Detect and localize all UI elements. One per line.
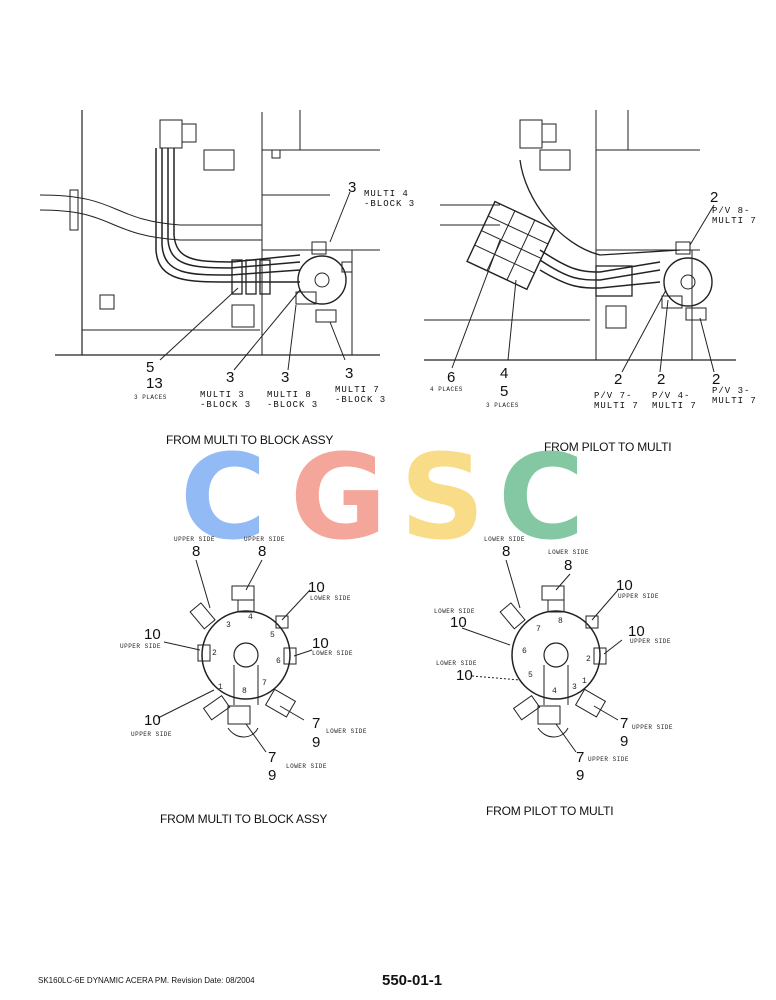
callout-text: P/V 4- MULTI 7 — [652, 391, 697, 411]
callout-note: 4 PLACES — [430, 386, 463, 393]
side-label: LOWER SIDE — [312, 650, 354, 657]
watermark-letter-c2: C — [498, 428, 585, 566]
port-number: 1 — [218, 683, 224, 692]
side-label: UPPER SIDE — [120, 643, 162, 650]
port-number: 6 — [522, 647, 528, 656]
callout-number: 10 — [616, 577, 633, 594]
side-label: LOWER SIDE — [286, 763, 328, 770]
callout-number: 10 — [308, 579, 325, 596]
port-number: 5 — [528, 671, 534, 680]
port-number: 2 — [586, 655, 592, 664]
callout-number: 10 — [628, 623, 645, 640]
port-number: 7 — [536, 625, 542, 634]
callout-text: P/V 3- MULTI 7 — [712, 386, 757, 406]
callout-note: 3 PLACES — [486, 402, 519, 409]
callout-number: 9 — [312, 734, 321, 751]
callout-number: 7 — [576, 749, 585, 766]
watermark-letter-c1: C — [180, 428, 267, 566]
port-number: 5 — [270, 631, 276, 640]
bottom-left-valve — [157, 559, 313, 753]
top-right-diagram — [424, 110, 736, 373]
callout-text: MULTI 4 -BLOCK 3 — [364, 189, 416, 209]
side-label: UPPER SIDE — [174, 536, 216, 543]
callout-number: 8 — [564, 557, 573, 574]
footer-revision: SK160LC-6E DYNAMIC ACERA PM. Revision Da… — [38, 976, 255, 985]
callout-number: 8 — [192, 543, 201, 560]
side-label: UPPER SIDE — [588, 756, 630, 763]
port-number: 7 — [262, 679, 268, 688]
callout-number: 10 — [312, 635, 329, 652]
callout-number: 2 — [614, 371, 623, 388]
diagram-caption: FROM PILOT TO MULTI — [486, 804, 614, 818]
callout-number: 9 — [576, 767, 585, 784]
side-label: LOWER SIDE — [326, 728, 368, 735]
callout-note: 3 PLACES — [134, 394, 167, 401]
port-number: 3 — [572, 683, 578, 692]
callout-number: 7 — [268, 749, 277, 766]
callout-text: P/V 7- MULTI 7 — [594, 391, 639, 411]
top-left-diagram — [39, 110, 380, 371]
diagram-caption: FROM MULTI TO BLOCK ASSY — [160, 812, 328, 826]
callout-number: 8 — [258, 543, 267, 560]
side-label: UPPER SIDE — [244, 536, 286, 543]
callout-number: 4 — [500, 365, 509, 382]
callout-number: 6 — [447, 369, 456, 386]
callout-number: 5 — [146, 359, 155, 376]
side-label: UPPER SIDE — [632, 724, 674, 731]
port-number: 8 — [242, 687, 248, 696]
bottom-right-valve — [461, 559, 623, 753]
callout-number: 7 — [312, 715, 321, 732]
side-label: LOWER SIDE — [434, 608, 476, 615]
callout-number: 2 — [710, 189, 719, 206]
port-number: 6 — [276, 657, 282, 666]
side-label: LOWER SIDE — [484, 536, 526, 543]
side-label: UPPER SIDE — [618, 593, 660, 600]
callout-number: 10 — [450, 614, 467, 631]
callout-number: 13 — [146, 375, 163, 392]
port-number: 2 — [212, 649, 218, 658]
port-number: 4 — [248, 613, 254, 622]
port-number: 4 — [552, 687, 558, 696]
callout-number: 8 — [502, 543, 511, 560]
callout-number: 3 — [345, 365, 354, 382]
callout-text: MULTI 8 -BLOCK 3 — [267, 390, 319, 410]
callout-number: 2 — [712, 371, 721, 388]
callout-text: P/V 8- MULTI 7 — [712, 206, 757, 226]
watermark-letter-g: G — [290, 428, 387, 566]
side-label: LOWER SIDE — [548, 549, 590, 556]
callout-number: 3 — [348, 179, 357, 196]
callout-number: 2 — [657, 371, 666, 388]
side-label: UPPER SIDE — [131, 731, 173, 738]
callout-text: MULTI 7 -BLOCK 3 — [335, 385, 387, 405]
port-number: 1 — [582, 677, 588, 686]
callout-number: 3 — [226, 369, 235, 386]
watermark-letter-s: S — [400, 428, 485, 566]
callout-number: 10 — [144, 626, 161, 643]
port-number: 8 — [558, 617, 564, 626]
port-number: 3 — [226, 621, 232, 630]
callout-number: 3 — [281, 369, 290, 386]
side-label: UPPER SIDE — [630, 638, 672, 645]
side-label: LOWER SIDE — [310, 595, 352, 602]
callout-number: 10 — [456, 667, 473, 684]
callout-text: MULTI 3 -BLOCK 3 — [200, 390, 252, 410]
callout-number: 9 — [268, 767, 277, 784]
callout-number: 9 — [620, 733, 629, 750]
diagram-caption: FROM MULTI TO BLOCK ASSY — [166, 433, 334, 447]
diagram-caption: FROM PILOT TO MULTI — [544, 440, 672, 454]
callout-number: 7 — [620, 715, 629, 732]
page-number: 550-01-1 — [382, 972, 443, 989]
callout-number: 5 — [500, 383, 509, 400]
side-label: LOWER SIDE — [436, 660, 478, 667]
callout-number: 10 — [144, 712, 161, 729]
